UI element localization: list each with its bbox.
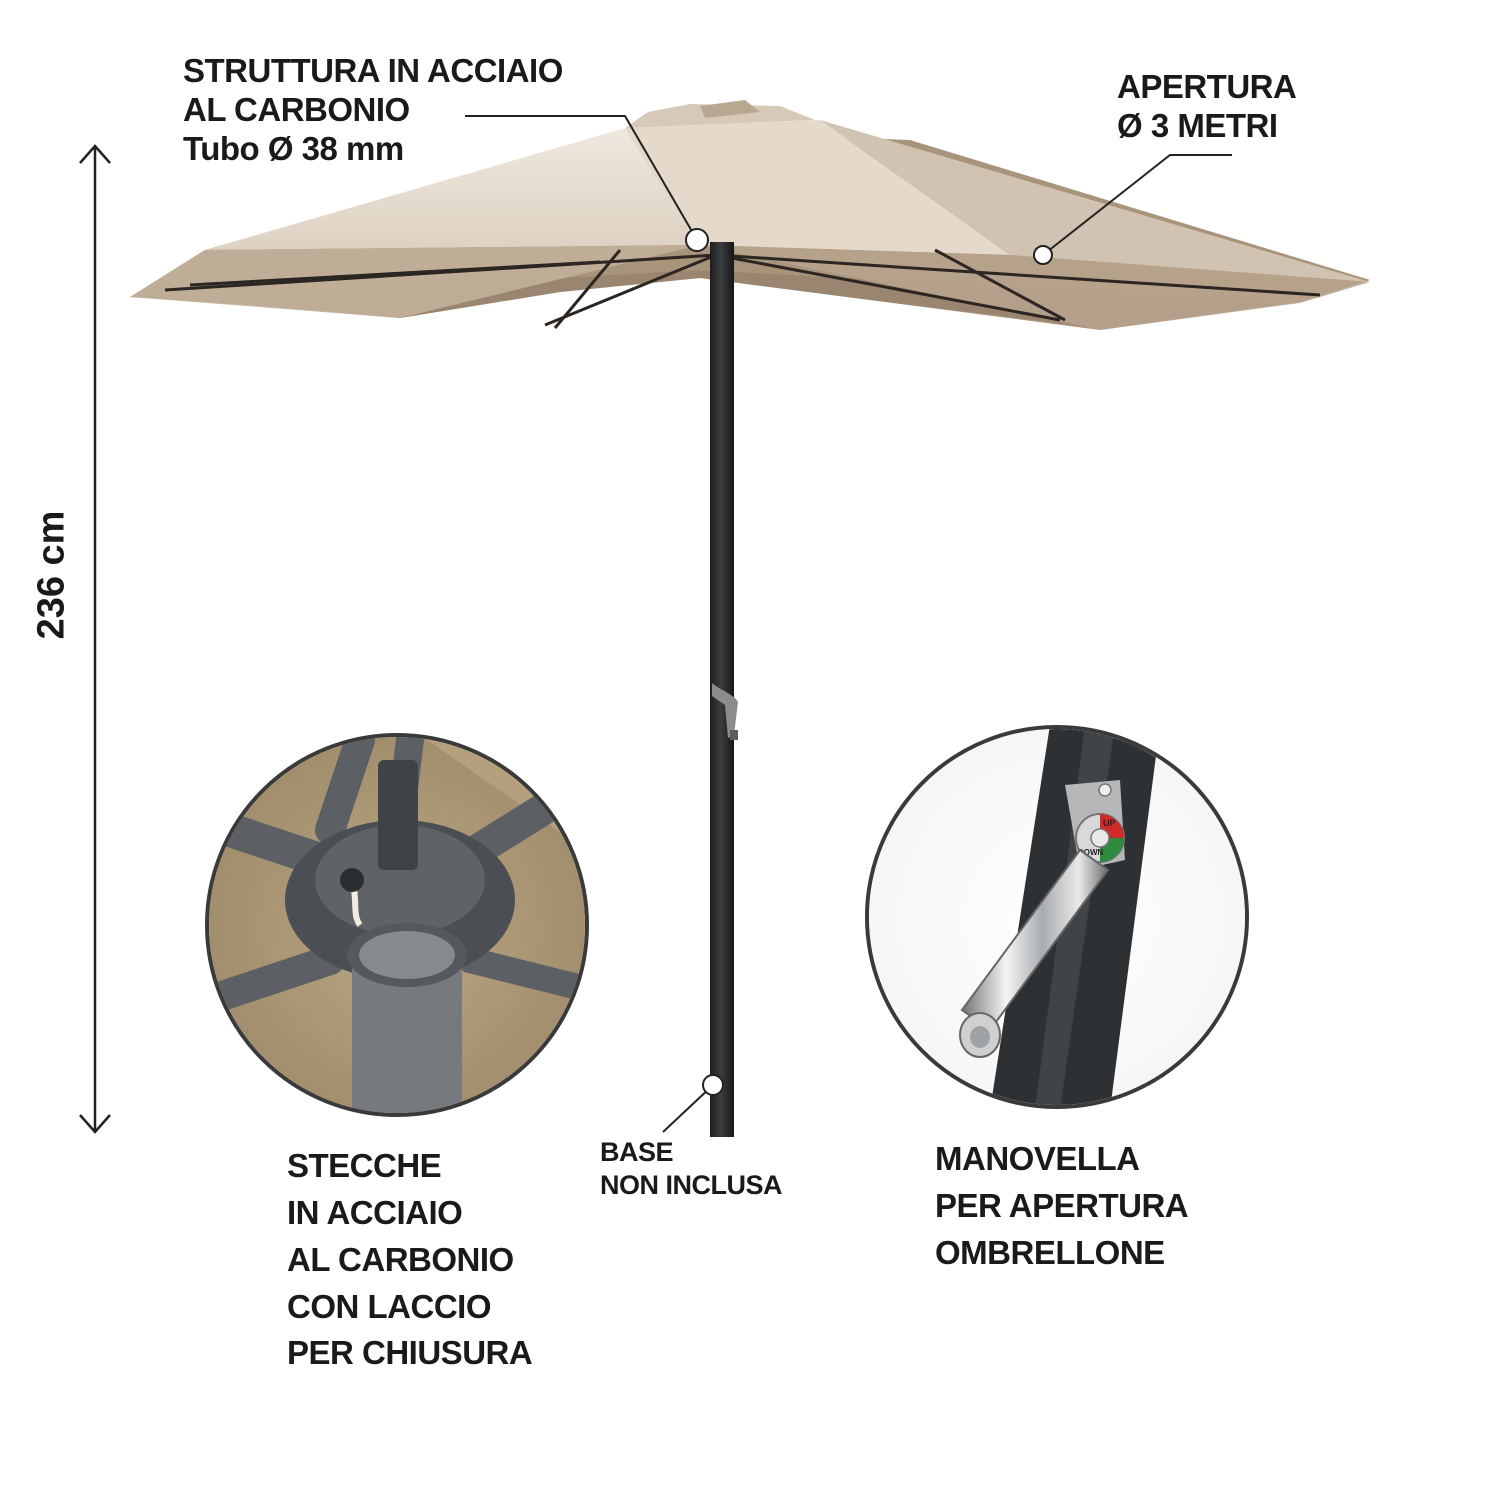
opening-line-2: Ø 3 METRI (1117, 106, 1278, 144)
structure-callout: STRUTTURA IN ACCIAIO AL CARBONIO Tubo Ø … (183, 52, 563, 169)
ribs-callout: STECCHE IN ACCIAIO AL CARBONIO CON LACCI… (287, 1143, 533, 1377)
base-line-2: NON INCLUSA (600, 1169, 783, 1200)
crank-line-2: PER APERTURA (935, 1186, 1189, 1224)
ribs-line-5: PER CHIUSURA (287, 1334, 533, 1372)
callout-dots (685, 228, 1053, 1096)
opening-line-1: APERTURA (1117, 68, 1297, 105)
umbrella-pole (710, 242, 738, 1137)
ribs-line-3: AL CARBONIO (287, 1240, 514, 1278)
umbrella-canopy (130, 100, 1370, 330)
height-label: 236 cm (30, 510, 73, 640)
ribs-line-2: IN ACCIAIO (287, 1193, 463, 1231)
callout-lines (465, 115, 1232, 1133)
crank-callout: MANOVELLA PER APERTURA OMBRELLONE (935, 1136, 1189, 1277)
height-dimension-arrow (79, 144, 111, 1134)
ribs-line-1: STECCHE (287, 1147, 442, 1184)
crank-up-label: UP (1103, 818, 1116, 828)
ribs-line-4: CON LACCIO (287, 1287, 492, 1325)
opening-callout: APERTURA Ø 3 METRI (1117, 68, 1297, 146)
crank-line-1: MANOVELLA (935, 1140, 1140, 1177)
crank-down-label: DOWN (1078, 848, 1104, 857)
structure-line-1: STRUTTURA IN ACCIAIO (183, 52, 563, 89)
structure-line-3: Tubo Ø 38 mm (183, 129, 404, 167)
rib-hub-detail-image (205, 733, 589, 1117)
structure-line-2: AL CARBONIO (183, 90, 410, 128)
base-line-1: BASE (600, 1137, 674, 1167)
crank-detail-image: UP DOWN (865, 725, 1249, 1109)
base-callout: BASE NON INCLUSA (600, 1136, 783, 1202)
crank-line-3: OMBRELLONE (935, 1233, 1165, 1271)
